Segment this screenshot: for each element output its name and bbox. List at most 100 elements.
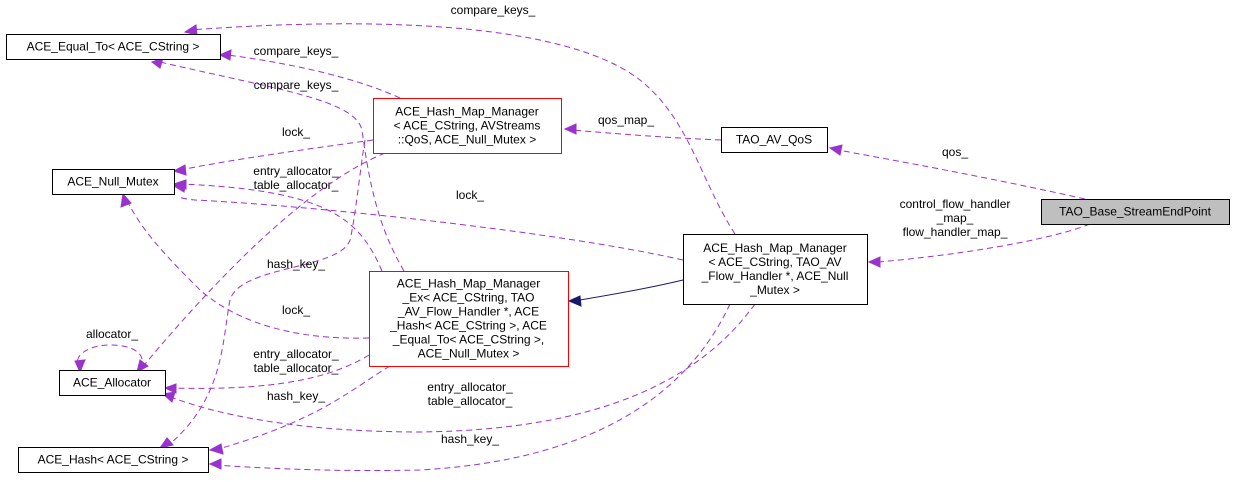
- edge-label: table_allocator_: [254, 178, 339, 192]
- edge-line: [179, 139, 374, 171]
- edge-label: entry_allocator_: [427, 380, 513, 394]
- node-label: ACE_Allocator: [73, 376, 151, 390]
- class-node-hash[interactable]: ACE_Hash< ACE_CString >: [18, 447, 209, 473]
- arrowhead-icon: [563, 123, 577, 135]
- edge-line: [139, 152, 386, 371]
- edge-line: [164, 139, 366, 449]
- nodes-layer: ACE_Equal_To< ACE_CString > ACE_Null_Mute…: [6, 34, 1230, 473]
- edge-label: compare_keys_: [451, 3, 536, 17]
- arrowhead-icon: [172, 181, 187, 193]
- edge-label: flow_handler_map_: [903, 225, 1008, 239]
- arrowhead-icon: [158, 437, 174, 449]
- edge-label: compare_keys_: [254, 44, 339, 58]
- arrowhead-icon: [74, 359, 86, 374]
- node-label: _Equal_To< ACE_CString >,: [392, 333, 544, 347]
- arrowhead-icon: [183, 24, 198, 36]
- inheritance-edge-hmm-flow-to-hmm-ex: [567, 279, 684, 307]
- node-box: [18, 447, 209, 473]
- edge-line: [124, 195, 370, 339]
- edge-line: [167, 303, 756, 433]
- edge-line: [579, 279, 684, 301]
- class-node-tao-av-qos[interactable]: TAO_AV_QoS: [721, 127, 828, 153]
- edge-label: allocator_: [86, 327, 138, 341]
- edge-line: [227, 54, 401, 99]
- usage-edge-hmm-flow-to-hash: hash_key_: [208, 303, 731, 472]
- edge-label: lock_: [282, 125, 310, 139]
- edge-label: _map_: [936, 211, 974, 225]
- node-label: _Ex< ACE_CString, TAO: [402, 291, 535, 305]
- node-label: TAO_AV_QoS: [736, 133, 812, 147]
- edge-line: [837, 149, 1086, 200]
- edge-label: control_flow_handler: [900, 197, 1011, 211]
- edge-label: table_allocator_: [428, 394, 513, 408]
- edge-line: [179, 183, 383, 272]
- class-node-base-sep: TAO_Base_StreamEndPoint: [1041, 199, 1230, 225]
- class-node-equal-to[interactable]: ACE_Equal_To< ACE_CString >: [6, 34, 221, 60]
- node-box: [52, 169, 175, 195]
- edge-label: hash_key_: [267, 257, 325, 271]
- node-label: _Mutex >: [749, 283, 800, 297]
- usage-edge-hmm-flow-to-allocator: entry_allocator_table_allocator_: [161, 303, 756, 433]
- node-label: ACE_Hash< ACE_CString >: [38, 453, 189, 467]
- node-label: _Hash< ACE_CString >, ACE: [389, 319, 547, 333]
- edge-line: [189, 23, 736, 235]
- edge-label: hash_key_: [441, 432, 499, 446]
- edge-line: [77, 344, 143, 371]
- arrowhead-icon: [120, 192, 132, 208]
- usage-edge-hmm-flow-to-equal-to: compare_keys_: [183, 3, 736, 235]
- edge-label: table_allocator_: [254, 361, 339, 375]
- node-label: TAO_Base_StreamEndPoint: [1059, 205, 1212, 219]
- arrowhead-icon: [828, 144, 843, 156]
- node-label: ACE_Null_Mutex >: [418, 347, 520, 361]
- node-label: ::QoS, ACE_Null_Mutex >: [398, 133, 536, 147]
- node-label: ACE_Hash_Map_Manager: [703, 241, 846, 255]
- edge-label: hash_key_: [267, 389, 325, 403]
- edge-label: qos_map_: [598, 113, 654, 127]
- usage-edge-hmm-qos-to-allocator: [136, 152, 386, 373]
- usage-edge-hmm-ex-to-null-mutex: entry_allocator_table_allocator_: [172, 164, 383, 272]
- edges-layer: compare_keys_ compare_keys_ compare_keys_l…: [74, 3, 1091, 472]
- edge-line: [214, 365, 391, 451]
- usage-edge-hmm-qos-to-equal-to: compare_keys_: [218, 44, 401, 99]
- usage-edge-hmm-ex-to-hash: hash_key_: [208, 365, 391, 455]
- class-node-hmm-flow[interactable]: ACE_Hash_Map_Manager< ACE_CString, TAO_A…: [683, 234, 868, 305]
- usage-edge-hmm-qos-to-hash: hash_key_: [158, 139, 366, 449]
- node-label: < ACE_CString, AVStreams: [394, 119, 541, 133]
- node-box: [1041, 199, 1230, 225]
- arrowhead-icon: [208, 443, 224, 455]
- node-label: ACE_Hash_Map_Manager: [397, 277, 540, 291]
- node-label: _AV_Flow_Handler *, ACE: [397, 305, 539, 319]
- edge-label: entry_allocator_: [253, 347, 339, 361]
- node-box: [369, 271, 569, 367]
- usage-edge-hmm-flow-to-null-mutex: lock_: [172, 181, 684, 261]
- node-box: [6, 34, 221, 60]
- arrowhead-icon: [208, 458, 222, 470]
- class-node-hmm-ex[interactable]: ACE_Hash_Map_Manager_Ex< ACE_CString, TA…: [369, 271, 569, 367]
- class-node-hmm-qos[interactable]: ACE_Hash_Map_Manager< ACE_CString, AVStr…: [373, 98, 562, 154]
- edge-line: [167, 354, 370, 389]
- edge-line: [214, 303, 731, 472]
- arrowhead-icon: [136, 359, 149, 373]
- node-label: ACE_Equal_To< ACE_CString >: [27, 40, 200, 54]
- arrowhead-icon: [172, 164, 187, 176]
- edge-label: compare_keys_: [254, 78, 339, 92]
- node-box: [59, 370, 166, 396]
- node-label: < ACE_CString, TAO_AV: [708, 255, 841, 269]
- class-node-null-mutex[interactable]: ACE_Null_Mutex: [52, 169, 175, 195]
- usage-edge-hmm-ex-to-equal-to: compare_keys_: [150, 57, 405, 272]
- edge-label: qos_: [942, 145, 968, 159]
- edge-line: [571, 129, 722, 141]
- class-node-allocator[interactable]: ACE_Allocator: [59, 370, 166, 396]
- usage-edge-hmm-ex-to-allocator: entry_allocator_table_allocator_: [163, 347, 370, 394]
- node-box: [683, 234, 868, 305]
- arrowhead-icon: [163, 383, 177, 394]
- edge-label: lock_: [282, 303, 310, 317]
- arrowhead-icon: [218, 49, 232, 61]
- usage-edge-allocator-to-allocator: allocator_: [74, 327, 143, 374]
- edge-label: entry_allocator_: [253, 164, 339, 178]
- usage-edge-hmm-ex-to-null-mutex: lock_: [120, 192, 370, 339]
- edge-line: [159, 61, 405, 272]
- edge-line: [877, 223, 1091, 263]
- arrowhead-icon: [867, 256, 881, 268]
- arrowhead-icon: [567, 295, 582, 307]
